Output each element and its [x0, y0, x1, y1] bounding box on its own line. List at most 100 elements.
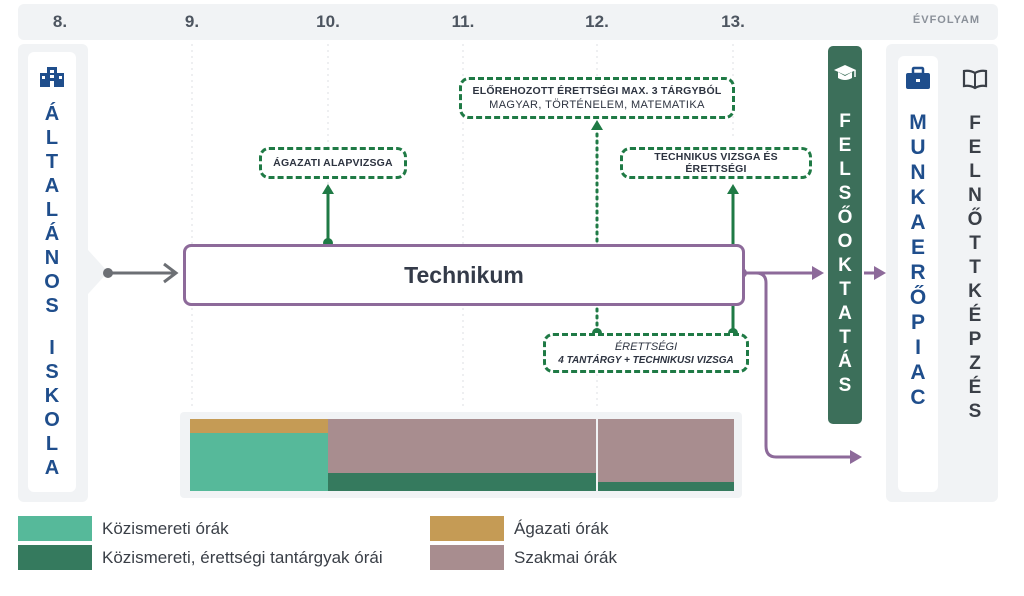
left-column-letter [49, 320, 55, 334]
left-column-letter: N [44, 247, 60, 269]
grade-axis-label: ÉVFOLYAM [912, 14, 980, 26]
munkaeropiac-letter: P [910, 311, 925, 334]
munkaeropiac-letter: I [915, 336, 921, 359]
left-column-letter: S [45, 295, 59, 317]
hours-segment-agazati [190, 419, 328, 433]
hours-segment-kozismereti [190, 433, 328, 491]
munkaeropiac-letter: U [910, 136, 926, 159]
left-column-letter: T [45, 151, 59, 173]
left-column-letter: S [45, 361, 59, 383]
agazati-alapvizsga-text: ÁGAZATI ALAPVIZSGA [273, 157, 393, 169]
felnottkepzes-letter: K [968, 281, 982, 302]
technikum-box: Technikum [183, 244, 745, 306]
left-column-letter: Á [44, 103, 60, 125]
eloerehozott-subjects: MAGYAR, TÖRTÉNELEM, MATEMATIKA [489, 99, 705, 111]
felnottkepzes-letter: É [968, 305, 982, 326]
felnottkepzes-letter: Ő [967, 209, 983, 230]
legend-item-kozismereti-erettsegi: Közismereti, érettségi tantárgyak órái [18, 545, 383, 570]
hours-segment-szakmai [328, 419, 596, 473]
munkaeropiac-letter: A [910, 361, 926, 384]
agazati-alapvizsga-callout: ÁGAZATI ALAPVIZSGA [259, 147, 407, 179]
hours-segment-kozismereti-erettsegi [328, 473, 596, 491]
legend-label: Közismereti órák [102, 518, 229, 538]
left-column-letter: L [45, 433, 59, 455]
technikum-label: Technikum [404, 261, 524, 288]
legend-label: Ágazati órák [514, 518, 609, 538]
munkaeropiac-letter: E [910, 236, 925, 259]
agazati-arrow [322, 184, 334, 248]
legend-swatch [18, 545, 92, 570]
munkaeropiac-letter: C [910, 386, 926, 409]
left-column-letter: L [45, 199, 59, 221]
grade-8: 8. [52, 12, 68, 31]
felnottkepzes-letter: Z [969, 353, 981, 374]
left-column-card [28, 52, 76, 492]
graduation-cap-icon [833, 62, 857, 84]
munkaeropiac-letter: N [910, 161, 926, 184]
grade-11: 11. [451, 12, 475, 31]
open-book-icon [962, 68, 988, 90]
legend-swatch [430, 516, 504, 541]
felnottkepzes-letter: E [968, 137, 982, 158]
briefcase-icon [904, 66, 932, 90]
munkaeropiac-letter: M [909, 111, 927, 134]
felsooktatas-letter: S [838, 183, 852, 204]
erettsegi-details: 4 TANTÁRGY + TECHNIKUSI VIZSGA [558, 354, 734, 366]
erettsegi-title: ÉRETTSÉGI [614, 340, 678, 353]
legend-label: Közismereti, érettségi tantárgyak órái [102, 547, 383, 567]
eloerehozott-erettsegi-callout: ELŐREHOZOTT ÉRETTSÉGI MAX. 3 TÁRGYBÓL MA… [459, 77, 735, 119]
hours-segment-szakmai [598, 419, 734, 482]
felnottkepzes-letter: P [968, 329, 982, 350]
left-chevron [88, 250, 108, 294]
grade-10: 10. [316, 12, 340, 31]
felsooktatas-letter: T [839, 279, 851, 300]
felsooktatas-letter: L [839, 159, 851, 180]
left-column-letter: A [44, 175, 60, 197]
left-column-letter: L [45, 127, 59, 149]
left-column-letter: O [44, 409, 60, 431]
left-column-letter: I [49, 337, 55, 359]
munkaeropiac-letter: Ő [909, 286, 927, 309]
felsooktatas-letter: F [839, 111, 851, 132]
felsooktatas-letter: Ő [837, 207, 853, 228]
felsooktatas-letter: Á [838, 351, 852, 372]
left-column-letter: K [44, 385, 60, 407]
school-building-icon [38, 66, 66, 88]
left-column-letter: A [44, 457, 60, 479]
felnottkepzes-letter: F [969, 113, 981, 134]
grade-12: 12. [585, 12, 609, 31]
legend-label: Szakmai órák [514, 547, 617, 567]
felsooktatas-letter: A [838, 303, 852, 324]
felnottkepzes-letter: N [968, 185, 982, 206]
grade-13: 13. [721, 12, 745, 31]
munkaeropiac-letter: R [910, 261, 926, 284]
felnottkepzes-letter: L [969, 161, 981, 182]
left-column-letter: Á [44, 223, 60, 245]
felsooktatas-letter: K [838, 255, 852, 276]
munkaeropiac-letter: A [910, 211, 926, 234]
legend-item-kozismereti: Közismereti órák [18, 516, 229, 541]
felsooktatas-letter: O [837, 231, 853, 252]
legend-item-szakmai: Szakmai órák [430, 545, 617, 570]
erettsegi-callout: ÉRETTSÉGI 4 TANTÁRGY + TECHNIKUSI VIZSGA [543, 333, 749, 373]
felsooktatas-letter: S [838, 375, 852, 396]
felnottkepzes-letter: S [968, 401, 982, 422]
felnottkepzes-letter: T [969, 233, 981, 254]
legend-item-agazati: Ágazati órák [430, 516, 609, 541]
munkaeropiac-column [898, 56, 938, 492]
eloerehozott-title: ELŐREHOZOTT ÉRETTSÉGI MAX. 3 TÁRGYBÓL [472, 85, 722, 97]
legend-swatch [18, 516, 92, 541]
grade-9: 9. [184, 12, 200, 31]
entry-arrow [103, 262, 179, 284]
hours-segment-kozismereti-erettsegi [598, 482, 734, 491]
hours-chart [190, 419, 734, 491]
felsooktatas-column [828, 46, 862, 424]
felsooktatas-letter: E [838, 135, 852, 156]
technikus-vizsga-callout: TECHNIKUS VIZSGA ÉS ÉRETTSÉGI [620, 147, 812, 179]
right-chevron [876, 438, 886, 476]
technikus-vizsga-text: TECHNIKUS VIZSGA ÉS ÉRETTSÉGI [654, 151, 778, 175]
